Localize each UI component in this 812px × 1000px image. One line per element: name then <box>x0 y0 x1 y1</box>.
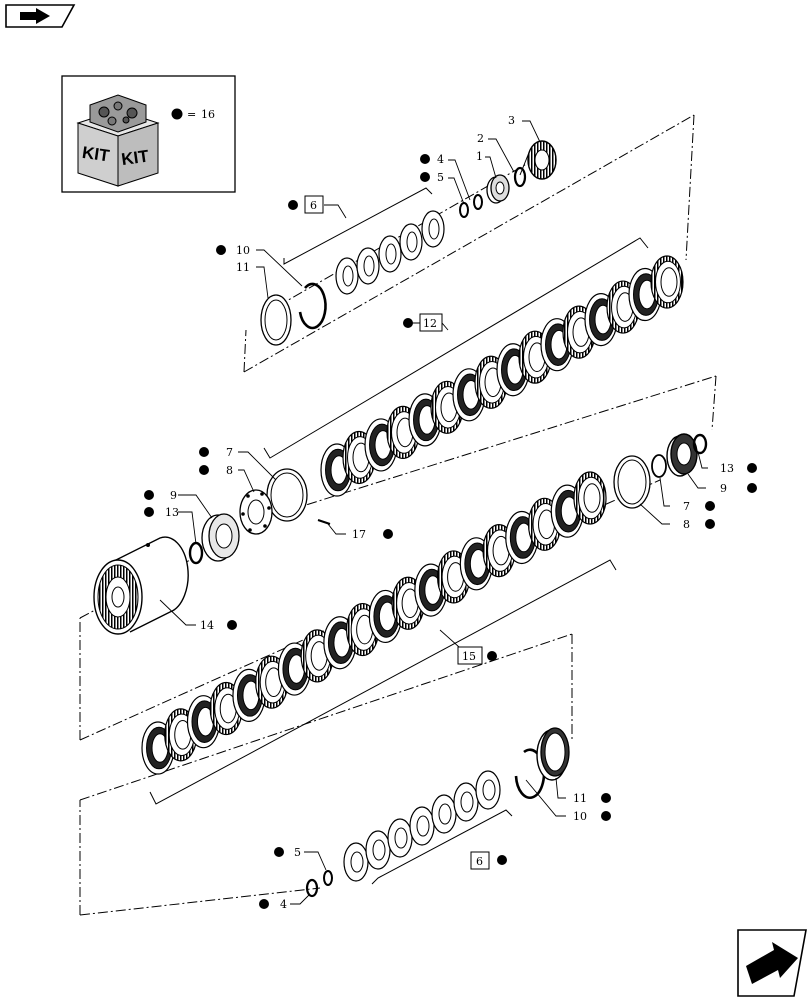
bottom-ring-group <box>149 559 617 898</box>
callout-11-top: 11 <box>236 261 250 274</box>
dot-9-right <box>747 483 757 493</box>
dot-14 <box>227 620 237 630</box>
plate-stack-6-top <box>335 210 445 295</box>
ring-13-right <box>692 433 708 455</box>
kit-legend: KIT KIT = 16 <box>61 75 236 193</box>
right-parts <box>613 433 708 509</box>
callout-3: 3 <box>508 114 515 127</box>
dot-4-bottom <box>259 899 269 909</box>
callout-9-right: 9 <box>720 482 727 495</box>
ring-13-left <box>188 541 204 565</box>
dot-9-left <box>144 490 154 500</box>
dot-13-left <box>144 507 154 517</box>
callout-4-top: 4 <box>437 153 444 166</box>
callout-5-bottom: 5 <box>294 846 301 859</box>
dot-8-right <box>705 519 715 529</box>
piston-9-right <box>666 433 698 477</box>
callout-6-top: 6 <box>310 199 317 212</box>
snap-ring-10-bottom <box>514 748 546 800</box>
callout-7-left: 7 <box>226 446 233 459</box>
dot-4-top <box>420 154 430 164</box>
dot-5-top <box>420 172 430 182</box>
ring-7-left <box>266 468 308 522</box>
kit-text-2: KIT <box>120 146 150 169</box>
dot-11-bottom <box>601 793 611 803</box>
callout-6-bottom: 6 <box>476 855 483 868</box>
clutch-pack-12 <box>320 255 684 497</box>
forward-arrow-icon[interactable] <box>5 4 76 28</box>
top-ring-group <box>260 140 649 459</box>
snap-ring-10-top <box>298 282 327 330</box>
small-rings-4-5-top <box>459 194 483 218</box>
bracket-6-bottom <box>371 809 513 885</box>
piston-9-left <box>201 513 240 562</box>
callout-1: 1 <box>476 150 483 163</box>
callout-2: 2 <box>477 132 484 145</box>
box-6-bottom <box>470 851 490 870</box>
callout-13-right: 13 <box>720 462 734 475</box>
pack-15-disc <box>391 576 425 630</box>
next-page-arrow-icon[interactable] <box>737 929 807 997</box>
bearing-1 <box>486 174 510 204</box>
box-6-top <box>304 195 324 214</box>
callout-4-bottom: 4 <box>280 898 287 911</box>
dot-7-left <box>199 447 209 457</box>
dot-8-left <box>199 465 209 475</box>
plate-stack-6-bottom <box>343 770 501 882</box>
kit-box-icon: KIT KIT <box>76 94 160 187</box>
callout-13-left: 13 <box>165 506 179 519</box>
callout-10-top: 10 <box>236 244 250 257</box>
callout-5-top: 5 <box>437 171 444 184</box>
callout-8-right: 8 <box>683 518 690 531</box>
dot-10-bottom <box>601 811 611 821</box>
pack-12-disc <box>650 255 684 309</box>
callout-17: 17 <box>352 528 366 541</box>
callout-8-left: 8 <box>226 464 233 477</box>
dot-17 <box>383 529 393 539</box>
callout-9-left: 9 <box>170 489 177 502</box>
ring-2 <box>513 166 527 188</box>
bracket-12 <box>263 237 649 459</box>
kit-ref-number: 16 <box>201 108 215 121</box>
dot-13-right <box>747 463 757 473</box>
plate-8-left <box>239 489 273 535</box>
gear-3 <box>519 140 557 180</box>
pin-17 <box>317 519 331 525</box>
box-12 <box>419 313 443 332</box>
clutch-pack-15 <box>141 471 607 775</box>
bracket-6-top <box>283 187 433 265</box>
dot-5-bottom <box>274 847 284 857</box>
dot-15 <box>487 651 497 661</box>
pack-15-disc <box>573 471 607 525</box>
drum-14 <box>93 536 189 635</box>
dot-12 <box>403 318 413 328</box>
kit-dot-marker <box>171 108 183 120</box>
callout-14: 14 <box>200 619 214 632</box>
dot-6-bottom <box>497 855 507 865</box>
ring-11-top <box>260 294 292 346</box>
kit-text-1: KIT <box>81 143 111 166</box>
callout-10-bottom: 10 <box>573 810 587 823</box>
callout-12: 12 <box>423 317 437 330</box>
callouts: 3 2 1 4 5 6 10 11 12 7 8 9 13 17 14 13 9… <box>144 114 757 911</box>
bracket-15 <box>149 559 617 805</box>
ring-11-bottom <box>536 727 570 781</box>
kit-equals: = <box>187 108 196 121</box>
ring-7-right <box>651 454 667 478</box>
dot-7-right <box>705 501 715 511</box>
box-15 <box>457 646 483 665</box>
dot-6-top <box>288 200 298 210</box>
callout-7-right: 7 <box>683 500 690 513</box>
left-parts <box>93 468 331 635</box>
callout-15: 15 <box>462 650 476 663</box>
dot-10-top <box>216 245 226 255</box>
ring-8-right <box>613 455 651 509</box>
callout-11-bottom: 11 <box>573 792 587 805</box>
